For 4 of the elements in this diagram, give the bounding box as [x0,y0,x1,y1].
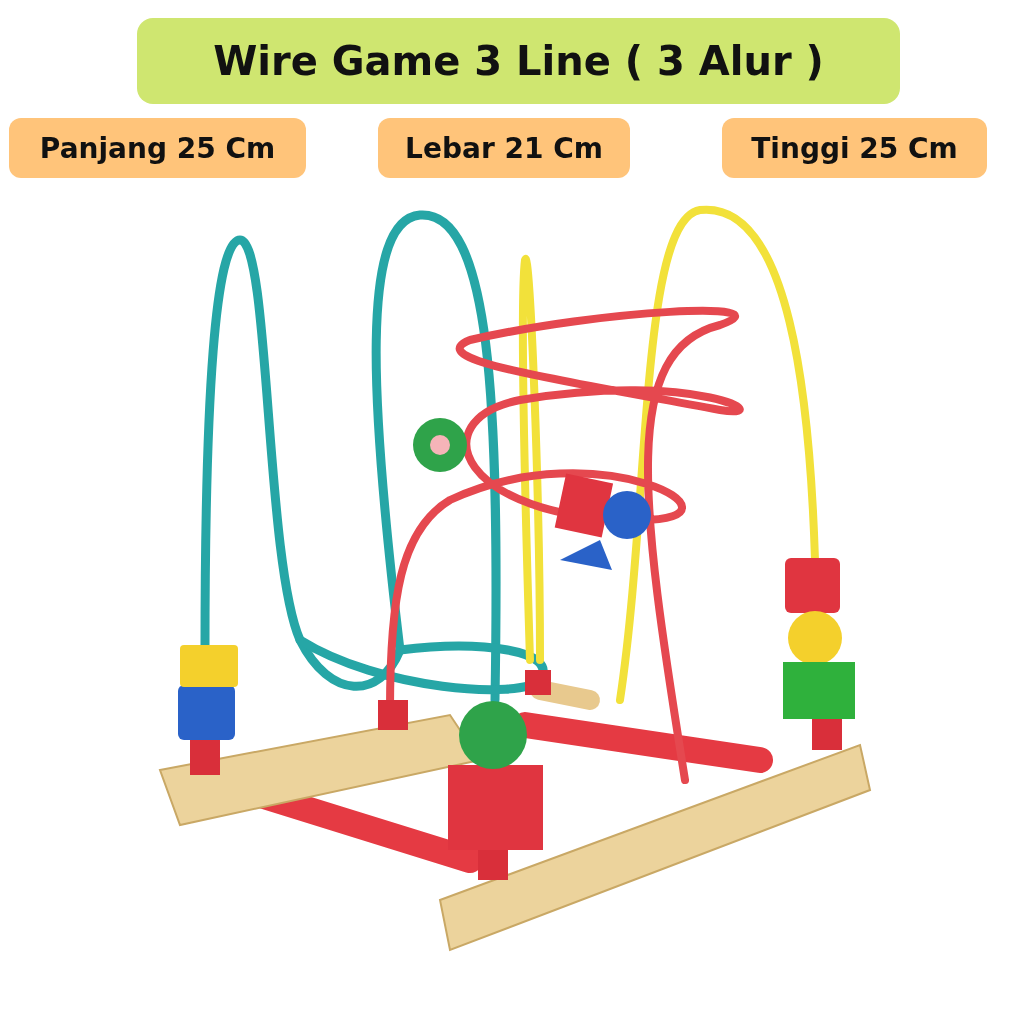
dimension-label: Lebar 21 Cm [378,118,630,178]
dimension-label: Tinggi 25 Cm [722,118,987,178]
dimension-label: Panjang 25 Cm [9,118,306,178]
title-banner: Wire Game 3 Line ( 3 Alur ) [137,18,900,104]
